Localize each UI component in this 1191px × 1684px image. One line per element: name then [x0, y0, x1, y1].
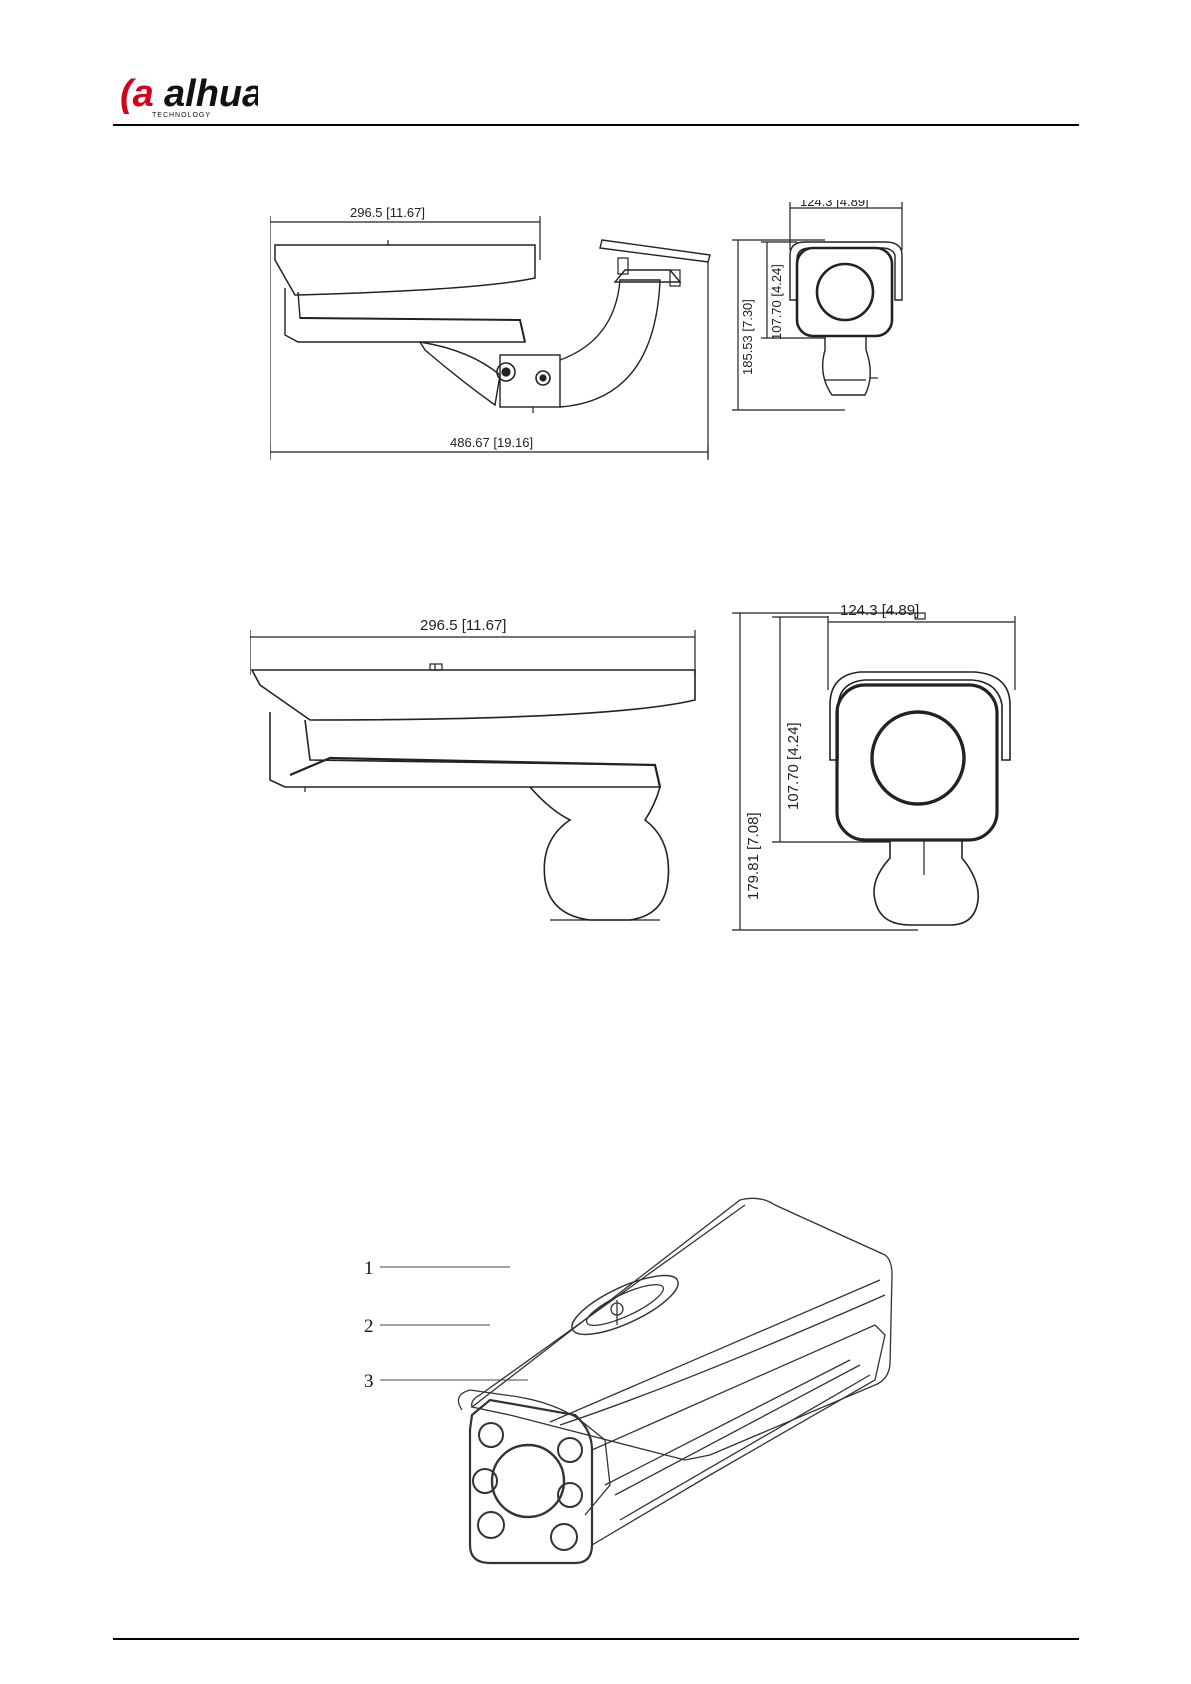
dim-label-front-body-height: 107.70 [4.24] — [769, 264, 784, 340]
side2-housing-body — [270, 712, 660, 787]
dim2-label-front-body-height: 107.70 [4.24] — [785, 722, 802, 810]
dim-label-front-width: 124.3 [4.89] — [800, 200, 869, 209]
front-view-2 — [732, 613, 1015, 930]
bracket-curve — [560, 280, 660, 407]
header-rule — [113, 124, 1079, 126]
figure-3-perspective-drawing — [380, 1185, 900, 1585]
side-housing-hood — [275, 245, 535, 295]
side2-ball-mount — [530, 787, 669, 920]
logo-tagline: TECHNOLOGY — [152, 112, 211, 119]
dim-label-front-total-height: 185.53 [7.30] — [740, 299, 755, 375]
ir-led — [479, 1423, 503, 1447]
ir-led — [558, 1438, 582, 1462]
lens — [492, 1445, 564, 1517]
ir-led — [478, 1512, 504, 1538]
logo-brand-text: alhua — [164, 73, 258, 115]
front-view-1 — [732, 202, 902, 410]
callout-number-1: 1 — [364, 1258, 374, 1279]
figure-1-dimension-drawing: 296.5 [11.67] 486.67 [19.16] 124.3 [4.89… — [270, 200, 990, 500]
dim2-label-side-width: 296.5 [11.67] — [420, 617, 506, 634]
callout-number-2: 2 — [364, 1316, 374, 1337]
dim-label-total-length: 486.67 [19.16] — [450, 435, 533, 450]
dim2-label-front-total-height: 179.81 [7.08] — [745, 812, 762, 900]
figure-2-dimension-drawing: 296.5 [11.67] 124.3 [4.89] 107.70 [4.24]… — [250, 580, 1030, 940]
side-housing-body — [285, 288, 525, 342]
dim-label-side-width: 296.5 [11.67] — [350, 205, 425, 220]
ir-led — [551, 1524, 577, 1550]
callout-number-3: 3 — [364, 1371, 374, 1392]
callout-numbers: 1 2 3 — [360, 1255, 384, 1405]
housing-top — [472, 1198, 892, 1460]
side2-housing-hood — [252, 670, 695, 720]
dahua-logo: (a alhua TECHNOLOGY — [118, 70, 258, 120]
logo-brand-a: (a — [120, 73, 154, 115]
footer-rule — [113, 1638, 1079, 1640]
dim2-label-front-width: 124.3 [4.89] — [840, 602, 919, 619]
bracket-mount-plate — [600, 240, 710, 262]
bracket-arm — [420, 342, 500, 405]
